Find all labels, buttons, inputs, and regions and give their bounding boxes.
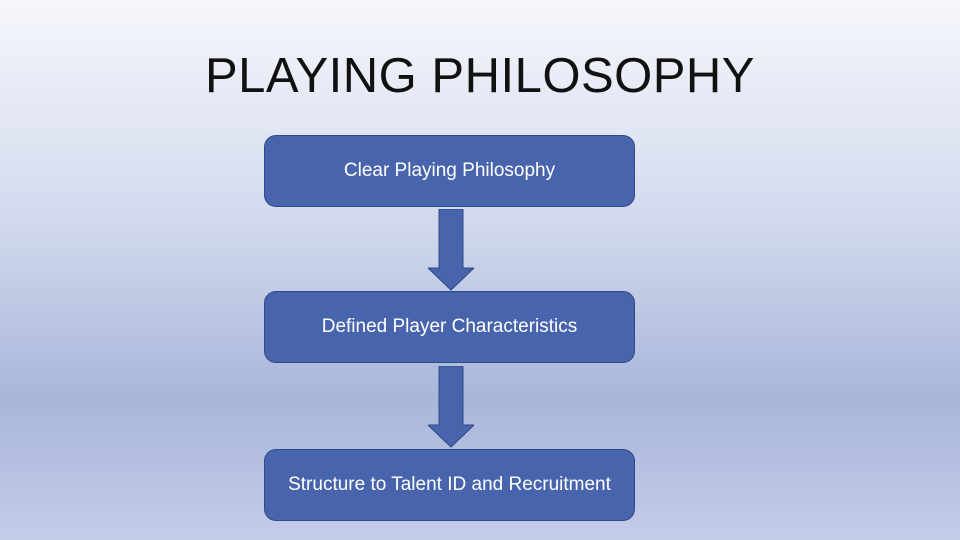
step-box-2: Defined Player Characteristics (264, 291, 635, 363)
slide-title: PLAYING PHILOSOPHY (205, 49, 755, 103)
step-box-1: Clear Playing Philosophy (264, 135, 635, 207)
down-arrow-icon (428, 366, 474, 448)
step-box-3: Structure to Talent ID and Recruitment (264, 449, 635, 521)
down-arrow-icon (428, 209, 474, 291)
